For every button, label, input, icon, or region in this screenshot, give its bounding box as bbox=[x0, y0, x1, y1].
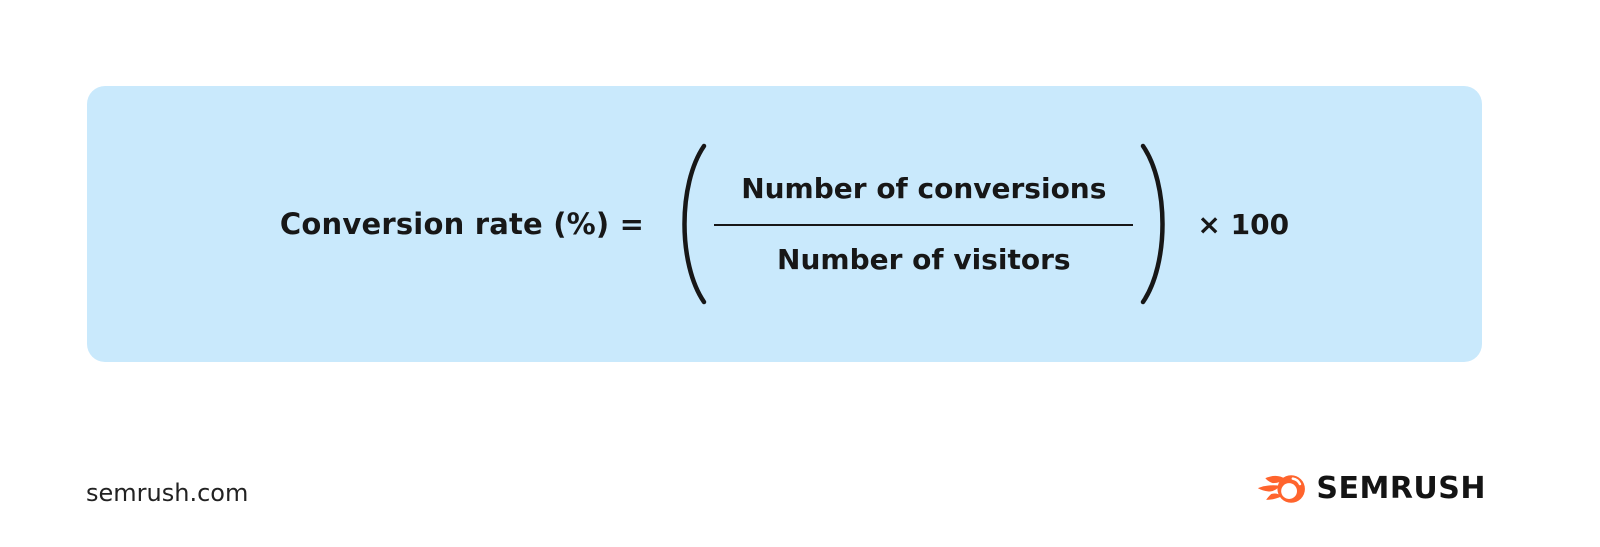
source-url: semrush.com bbox=[86, 479, 249, 507]
right-parenthesis-icon bbox=[1141, 143, 1166, 305]
fraction-numerator: Number of conversions bbox=[741, 172, 1107, 205]
conversion-rate-formula: Conversion rate (%) = Number of conversi… bbox=[87, 86, 1482, 362]
semrush-flame-icon bbox=[1258, 474, 1306, 503]
formula-lhs: Conversion rate (%) = bbox=[279, 207, 645, 241]
formula-panel: Conversion rate (%) = Number of conversi… bbox=[87, 86, 1482, 362]
fraction-denominator: Number of visitors bbox=[777, 243, 1071, 276]
semrush-wordmark: SEMRUSH bbox=[1316, 471, 1486, 506]
formula-multiplier: × 100 bbox=[1197, 207, 1290, 241]
fraction-bar bbox=[714, 224, 1134, 226]
left-parenthesis-icon bbox=[682, 143, 707, 305]
semrush-logo: SEMRUSH bbox=[1257, 471, 1486, 506]
fraction: Number of conversions Number of visitors bbox=[714, 172, 1134, 276]
